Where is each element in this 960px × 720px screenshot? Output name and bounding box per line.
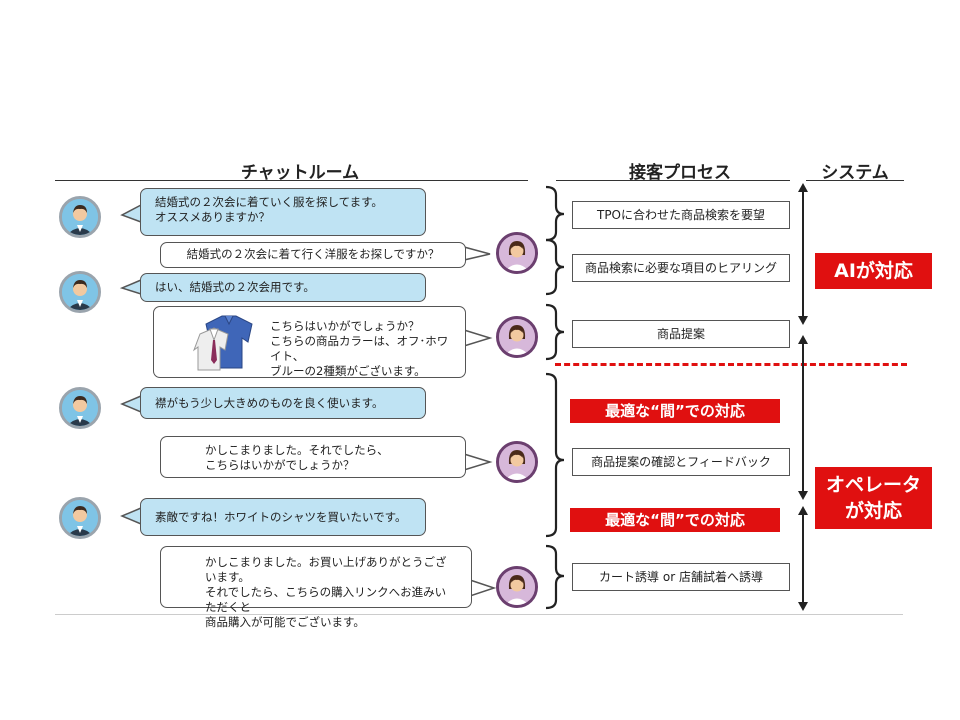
process-header: 接客プロセス: [629, 163, 731, 183]
ai-operator-divider: [555, 363, 907, 366]
process-step: TPOに合わせた商品検索を要望: [572, 201, 790, 229]
man-icon: [62, 274, 98, 310]
chat-message-customer: 襟がもう少し大きめのものを良く使います。: [140, 387, 426, 419]
woman-icon: [499, 444, 535, 480]
message-text: 素敵ですね！ホワイトのシャツを買いたいです。: [155, 510, 407, 524]
message-text: 結婚式の２次会に着ていく服を探してます。 オススメありますか？: [155, 195, 383, 224]
process-header-underline: [556, 180, 790, 181]
woman-icon: [499, 235, 535, 271]
process-step: 商品提案の確認とフィードバック: [572, 448, 790, 476]
shirt-product-image: [192, 315, 253, 371]
chatroom-header-underline: [55, 180, 528, 181]
man-icon: [62, 199, 98, 235]
woman-icon: [499, 319, 535, 355]
process-step: 商品提案: [572, 320, 790, 348]
chat-message-customer: 素敵ですね！ホワイトのシャツを買いたいです。: [140, 498, 426, 536]
woman-icon: [499, 569, 535, 605]
process-step: 商品検索に必要な項目のヒアリング: [572, 254, 790, 282]
man-icon: [62, 390, 98, 426]
message-text: かしこまりました。お買い上げありがとうございます。 それでしたら、こちらの購入リ…: [205, 555, 447, 629]
operator-handling-label: オペレータ が対応: [815, 467, 932, 529]
system-header: システム: [821, 163, 889, 183]
operator-avatar: [496, 566, 538, 608]
system-header-underline: [806, 180, 904, 181]
process-highlight: 最適な“間”での対応: [570, 399, 780, 423]
chat-message-operator: 結婚式の２次会に着て行く洋服をお探しですか？: [160, 242, 466, 268]
message-text: かしこまりました。それでしたら、 こちらはいかがでしょうか？: [205, 443, 389, 472]
message-text: 結婚式の２次会に着て行く洋服をお探しですか？: [186, 247, 440, 261]
message-text: はい、結婚式の２次会用です。: [155, 280, 315, 294]
customer-avatar: [59, 497, 101, 539]
chat-message-customer: はい、結婚式の２次会用です。: [140, 273, 426, 302]
chatroom-header: チャットルーム: [240, 163, 360, 183]
process-highlight: 最適な“間”での対応: [570, 508, 780, 532]
operator-avatar: [496, 232, 538, 274]
man-icon: [62, 500, 98, 536]
chat-message-customer: 結婚式の２次会に着ていく服を探してます。 オススメありますか？: [140, 188, 426, 236]
customer-avatar: [59, 387, 101, 429]
ai-handling-label: AIが対応: [815, 253, 932, 289]
bottom-divider: [55, 614, 903, 615]
chat-message-operator: かしこまりました。お買い上げありがとうございます。 それでしたら、こちらの購入リ…: [160, 546, 472, 629]
operator-avatar: [496, 441, 538, 483]
message-text: 襟がもう少し大きめのものを良く使います。: [155, 396, 384, 410]
chat-message-operator: かしこまりました。それでしたら、 こちらはいかがでしょうか？: [160, 436, 466, 478]
customer-avatar: [59, 196, 101, 238]
operator-avatar: [496, 316, 538, 358]
message-text: こちらはいかがでしょうか？ こちらの商品カラーは、オフ･ホワイト、 ブルーの2種…: [270, 319, 449, 378]
process-step: カート誘導 or 店舗試着へ誘導: [572, 563, 790, 591]
customer-avatar: [59, 271, 101, 313]
